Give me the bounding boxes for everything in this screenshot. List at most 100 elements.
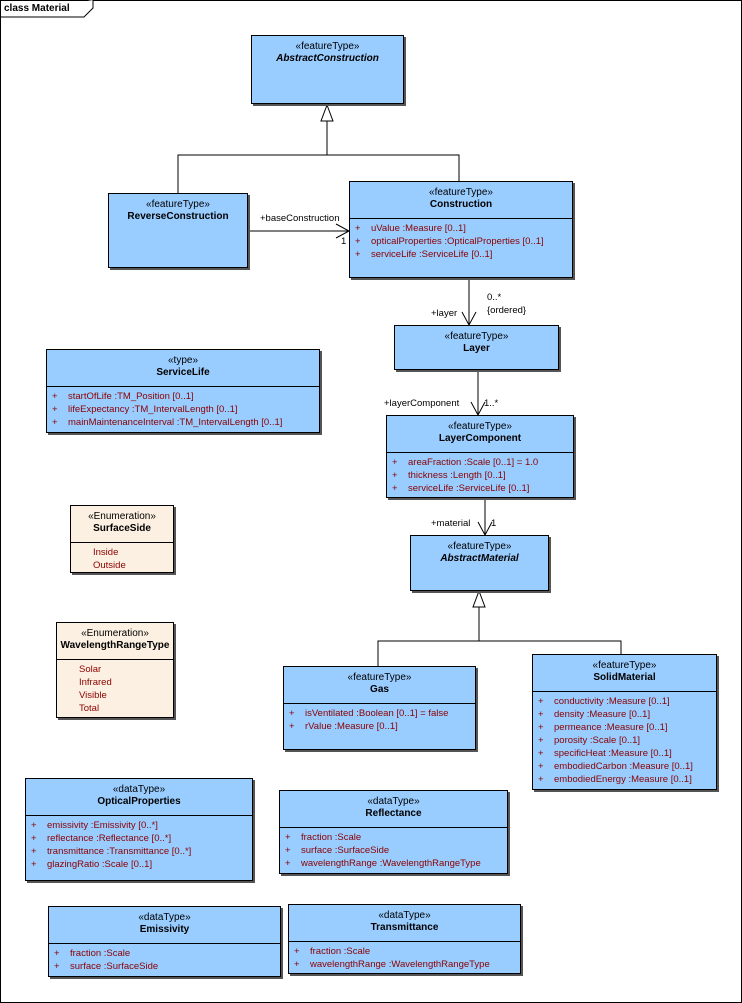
class-name: ReverseConstruction <box>127 211 229 222</box>
attribute: +rValue :Measure [0..1] <box>289 721 398 732</box>
attribute: +transmittance :Transmittance [0..*] <box>31 846 192 857</box>
stereotype: «featureType» <box>429 187 493 198</box>
class-name: Transmittance <box>370 922 439 933</box>
attribute: +uValue :Measure [0..1] <box>355 223 466 234</box>
enum-literal: Infrared <box>79 677 112 688</box>
role-layer-component: +layerComponent <box>384 398 460 409</box>
class-emissivity[interactable]: «dataType» Emissivity +fraction :Scale +… <box>48 906 281 977</box>
role-layer: +layer <box>431 308 458 319</box>
attribute: +density :Measure [0..1] <box>538 709 651 720</box>
attribute: +serviceLife :ServiceLife [0..1] <box>355 249 493 260</box>
class-name: Gas <box>370 684 389 695</box>
multiplicity-material: 1 <box>491 518 497 529</box>
generalization-arrowhead-material <box>472 589 486 608</box>
attribute: +reflectance :Reflectance [0..*] <box>31 833 172 844</box>
stereotype: «featureType» <box>444 331 509 342</box>
attribute-list: +fraction :Scale +surface :SurfaceSide +… <box>280 827 507 870</box>
attribute: +specificHeat :Measure [0..1] <box>538 748 672 759</box>
attribute: +wavelengthRange :WavelengthRangeType <box>285 858 481 869</box>
stereotype: «dataType» <box>138 912 191 923</box>
attribute-list: +startOfLife :TM_Position [0..1] +lifeEx… <box>47 386 319 429</box>
attribute: +embodiedEnergy :Measure [0..1] <box>538 774 692 785</box>
enum-surface-side[interactable]: «Enumeration» SurfaceSide Inside Outside <box>70 505 174 573</box>
attribute: +conductivity :Measure [0..1] <box>538 696 670 707</box>
class-optical-properties[interactable]: «dataType» OpticalProperties +emissivity… <box>25 778 253 881</box>
multiplicity-layer-component: 1..* <box>484 398 499 409</box>
attribute: +fraction :Scale <box>294 946 371 957</box>
attribute: +wavelengthRange :WavelengthRangeType <box>294 959 490 970</box>
class-gas[interactable]: «featureType» Gas +isVentilated :Boolean… <box>283 666 476 750</box>
attribute-list: +uValue :Measure [0..1] +opticalProperti… <box>350 218 572 261</box>
stereotype: «featureType» <box>347 672 412 683</box>
class-abstract-material[interactable]: «featureType» AbstractMaterial <box>410 535 549 591</box>
stereotype: «dataType» <box>367 796 420 807</box>
enum-literal: Total <box>79 703 100 714</box>
attribute: +opticalProperties :OpticalProperties [0… <box>355 236 544 247</box>
attribute: +surface :SurfaceSide <box>285 845 390 856</box>
attribute-list: +areaFraction :Scale [0..1] = 1.0 +thick… <box>387 452 573 495</box>
stereotype: «featureType» <box>448 421 512 432</box>
attribute-list: +fraction :Scale +wavelengthRange :Wavel… <box>289 941 520 971</box>
enum-wavelength-range-type[interactable]: «Enumeration» WavelengthRangeType Solar … <box>56 622 174 718</box>
attribute: +porosity :Scale [0..1] <box>538 735 641 746</box>
attribute-list: +conductivity :Measure [0..1] +density :… <box>533 691 716 786</box>
enum-literal: Inside <box>93 547 119 558</box>
enum-literal: Outside <box>93 560 126 571</box>
enum-literal: Solar <box>79 664 102 675</box>
attribute: +thickness :Length [0..1] <box>392 470 506 481</box>
literal-list: Solar Infrared Visible Total <box>57 659 173 715</box>
class-layer-component[interactable]: «featureType» LayerComponent +areaFracti… <box>386 415 574 498</box>
attribute: +surface :SurfaceSide <box>54 961 159 972</box>
class-name: WavelengthRangeType <box>60 640 170 651</box>
stereotype: «featureType» <box>146 199 210 210</box>
role-base-construction: +baseConstruction <box>260 213 340 224</box>
class-reflectance[interactable]: «dataType» Reflectance +fraction :Scale … <box>279 790 508 874</box>
stereotype: «type» <box>167 355 199 366</box>
class-name: OpticalProperties <box>97 796 181 807</box>
multiplicity-layer: 0..* <box>487 292 502 303</box>
frame-title: class Material <box>4 3 70 14</box>
enum-literal: Visible <box>79 690 107 701</box>
attribute-list: +isVentilated :Boolean [0..1] = false +r… <box>284 703 475 733</box>
stereotype: «featureType» <box>592 660 657 671</box>
stereotype: «Enumeration» <box>88 511 156 522</box>
class-name: AbstractConstruction <box>276 53 379 64</box>
class-name: Emissivity <box>139 924 190 935</box>
attribute-list: +emissivity :Emissivity [0..*] +reflecta… <box>26 815 252 871</box>
class-name: SolidMaterial <box>593 672 656 683</box>
class-name: SurfaceSide <box>93 523 151 534</box>
attribute: +isVentilated :Boolean [0..1] = false <box>289 708 449 719</box>
attribute: +permeance :Measure [0..1] <box>538 722 668 733</box>
attribute: +serviceLife :ServiceLife [0..1] <box>392 483 530 494</box>
generalization-material <box>377 640 622 666</box>
multiplicity-base-construction: 1 <box>341 236 347 247</box>
class-reverse-construction[interactable]: «featureType» ReverseConstruction <box>108 193 248 268</box>
class-solid-material[interactable]: «featureType» SolidMaterial +conductivit… <box>532 654 717 790</box>
attribute: +glazingRatio :Scale [0..1] <box>31 859 153 870</box>
stereotype: «dataType» <box>112 784 166 795</box>
attribute: +mainMaintenanceInterval :TM_IntervalLen… <box>52 417 283 428</box>
class-name: Reflectance <box>365 808 422 819</box>
class-name: AbstractMaterial <box>440 553 519 564</box>
stereotype: «Enumeration» <box>81 628 149 639</box>
attribute: +emissivity :Emissivity [0..*] <box>31 820 158 831</box>
class-name: ServiceLife <box>156 367 210 378</box>
role-material: +material <box>431 518 471 529</box>
class-abstract-construction[interactable]: «featureType» AbstractConstruction <box>251 35 404 104</box>
attribute: +embodiedCarbon :Measure [0..1] <box>538 761 693 772</box>
attribute: +fraction :Scale <box>285 832 362 843</box>
class-construction[interactable]: «featureType» Construction +uValue :Meas… <box>349 181 573 278</box>
class-transmittance[interactable]: «dataType» Transmittance +fraction :Scal… <box>288 904 521 974</box>
constraint-ordered: {ordered} <box>487 305 527 316</box>
literal-list: Inside Outside <box>71 542 173 572</box>
stereotype: «dataType» <box>378 910 431 921</box>
class-service-life[interactable]: «type» ServiceLife +startOfLife :TM_Posi… <box>46 349 320 433</box>
attribute-list: +fraction :Scale +surface :SurfaceSide <box>49 943 280 973</box>
generalization-arrowhead-construction <box>320 103 334 122</box>
attribute: +areaFraction :Scale [0..1] = 1.0 <box>392 457 539 468</box>
class-layer[interactable]: «featureType» Layer <box>394 325 559 370</box>
class-name: LayerComponent <box>438 433 522 444</box>
attribute: +lifeExpectancy :TM_IntervalLength [0..1… <box>52 404 238 415</box>
class-name: Construction <box>429 199 493 210</box>
stereotype: «featureType» <box>295 41 360 52</box>
